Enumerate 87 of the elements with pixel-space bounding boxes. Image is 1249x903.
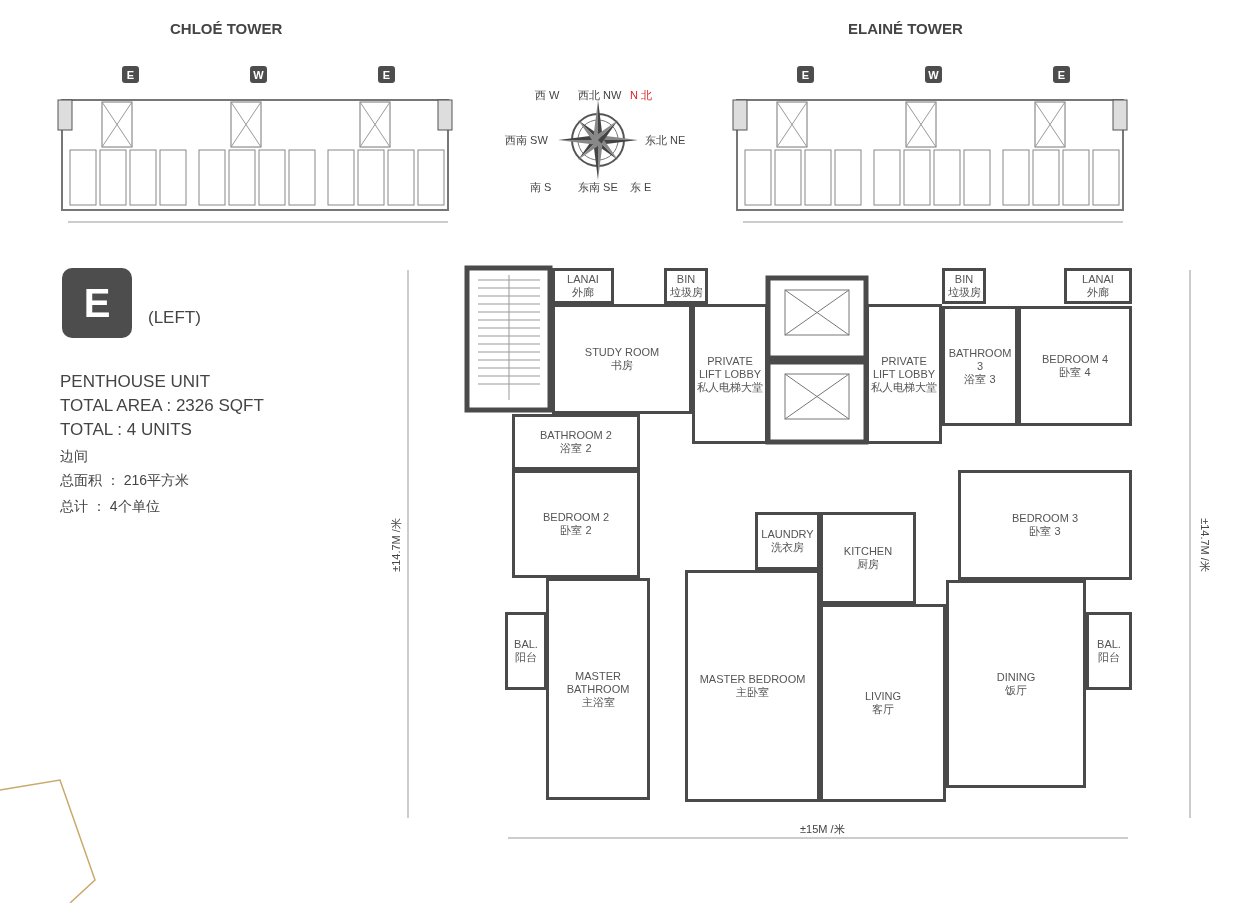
room-outline	[552, 304, 692, 414]
orientation-badge: E	[797, 66, 814, 83]
unit-badge: E	[62, 268, 132, 338]
room-label: 阳台	[1098, 651, 1120, 664]
room-label: 浴室 2	[560, 442, 592, 455]
room-label: 私人电梯大堂	[697, 380, 763, 394]
room-outline	[685, 570, 820, 802]
room-label: PRIVATE LIFT LOBBY	[697, 354, 763, 381]
room-label: 浴室 3	[964, 372, 996, 386]
room-label: MASTER BEDROOM	[699, 673, 806, 686]
room-label: 阳台	[515, 651, 537, 664]
tower-title: ELAINÉ TOWER	[848, 20, 963, 37]
room-label: 洗衣房	[771, 541, 804, 554]
room-outline	[820, 512, 916, 604]
room-outline	[512, 414, 640, 470]
room-outline	[755, 512, 820, 570]
room-label: BIN	[676, 273, 696, 286]
room-label: 外廊	[572, 286, 594, 299]
room-label: 饭厅	[1005, 684, 1027, 697]
room-label: 卧室 3	[1029, 525, 1061, 538]
room-label: MASTER BATHROOM	[565, 669, 631, 696]
room-outline	[958, 470, 1132, 580]
tower-title: CHLOÉ TOWER	[170, 20, 283, 37]
room-label: LANAI	[567, 273, 599, 286]
room-label: 书房	[611, 359, 633, 372]
orientation-badge: E	[122, 66, 139, 83]
orientation-badge: E	[378, 66, 395, 83]
room-label: 主浴室	[581, 695, 615, 709]
area-text: 总面积 ： 216平方米	[60, 472, 190, 490]
chinese-label: 边间	[60, 448, 88, 466]
unit-side-label: (LEFT)	[148, 308, 201, 328]
room-outline	[820, 604, 946, 802]
compass-label: 南 S	[530, 180, 552, 195]
room-outline	[942, 268, 986, 304]
room-outline	[552, 268, 614, 304]
compass-label: 东 E	[630, 180, 652, 195]
room-label: PRIVATE LIFT LOBBY	[871, 354, 937, 381]
room-label: 垃圾房	[669, 286, 703, 299]
dimension-text: ±15M /米	[800, 822, 845, 837]
room-outline	[942, 306, 1018, 426]
room-label: 卧室 4	[1059, 366, 1091, 379]
room-outline	[1064, 268, 1132, 304]
room-label: BATHROOM 2	[540, 429, 612, 442]
room-label: 主卧室	[736, 686, 769, 699]
room-label: BAL.	[1097, 638, 1121, 651]
room-label: BEDROOM 2	[543, 511, 609, 524]
room-label: LIVING	[864, 690, 902, 703]
room-label: BEDROOM 4	[1042, 353, 1108, 366]
room-label: BAL.	[514, 638, 538, 651]
dimension-text: ±14.7M /米	[388, 518, 403, 572]
compass-label: 东南 SE	[578, 180, 618, 195]
room-label: 卧室 2	[560, 524, 592, 537]
room-outline	[1018, 306, 1132, 426]
room-label: LANAI	[1082, 273, 1114, 286]
room-label: KITCHEN	[843, 545, 893, 558]
compass-label: N 北	[630, 88, 652, 103]
room-outline	[946, 580, 1086, 788]
room-label: BIN	[954, 273, 974, 286]
room-outline	[664, 268, 708, 304]
room-label: 外廊	[1087, 286, 1109, 299]
orientation-badge: W	[925, 66, 942, 83]
compass-label: 西北 NW	[578, 88, 622, 103]
room-outline	[512, 470, 640, 578]
room-label: STUDY ROOM	[584, 346, 660, 359]
room-label: LAUNDRY	[761, 528, 814, 541]
room-label: 客厅	[872, 703, 894, 716]
units-text: 总计 ： 4个单位	[60, 498, 160, 516]
room-label: 私人电梯大堂	[871, 380, 937, 394]
dimension-text: ±14.7M /米	[1197, 518, 1212, 572]
room-label: BATHROOM 3	[947, 346, 1013, 373]
room-label: DINING	[996, 671, 1036, 684]
room-outline	[692, 304, 768, 444]
room-outline	[546, 578, 650, 800]
room-outline	[505, 612, 547, 690]
orientation-badge: E	[1053, 66, 1070, 83]
compass-label: 东北 NE	[645, 133, 686, 148]
compass-label: 西 W	[535, 88, 560, 103]
orientation-badge: W	[250, 66, 267, 83]
room-label: 厨房	[857, 558, 879, 571]
area-text: TOTAL AREA : 2326 SQFT	[60, 396, 264, 416]
compass-label: 西南 SW	[505, 133, 548, 148]
room-outline	[1086, 612, 1132, 690]
room-outline	[866, 304, 942, 444]
room-label: 垃圾房	[947, 286, 981, 299]
units-text: TOTAL : 4 UNITS	[60, 420, 192, 440]
unit-title: PENTHOUSE UNIT	[60, 372, 211, 392]
room-label: BEDROOM 3	[1012, 512, 1078, 525]
